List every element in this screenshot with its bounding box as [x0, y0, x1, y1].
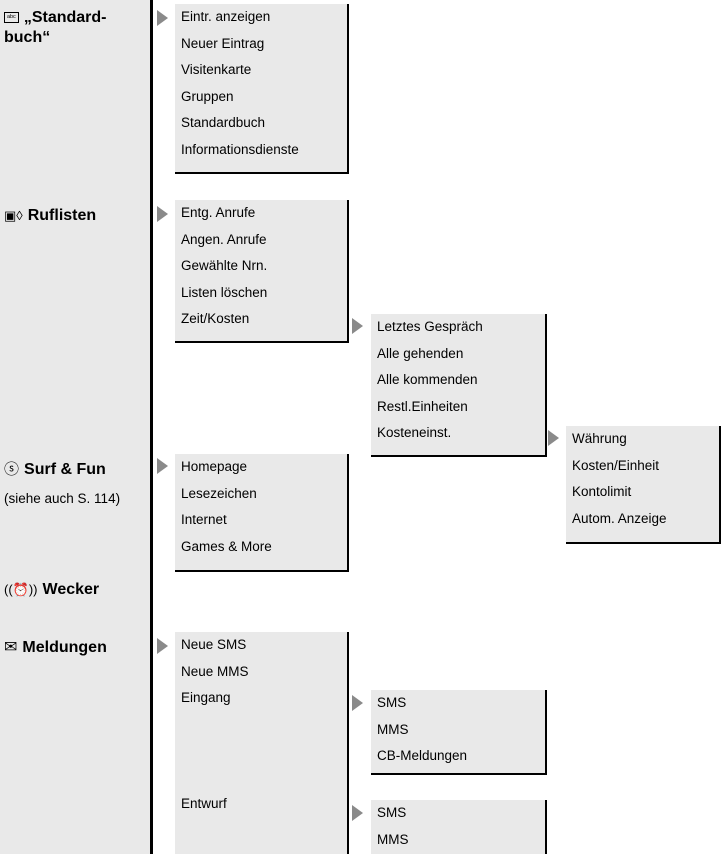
menu-item[interactable]: Kosteneinst. — [377, 425, 452, 440]
menu-item[interactable]: Eintr. anzeigen — [181, 9, 271, 24]
menu-item[interactable]: Entg. Anrufe — [181, 205, 256, 220]
menu-item[interactable]: Visitenkarte — [181, 62, 252, 77]
menu-wecker-label: Wecker — [42, 581, 100, 598]
submenu-kosteneinst: Währung Kosten/Einheit Kontolimit Autom.… — [566, 426, 721, 544]
menu-item[interactable]: Internet — [181, 512, 227, 527]
menu-item[interactable]: Alle kommenden — [377, 372, 478, 387]
menu-item[interactable]: Autom. Anzeige — [572, 510, 667, 526]
submenu-arrow — [157, 458, 168, 474]
submenu-arrow — [352, 805, 363, 821]
menu-item[interactable]: Neuer Eintrag — [181, 35, 265, 51]
menu-item[interactable]: Neue SMS — [181, 637, 247, 652]
menu-item[interactable]: Gewählte Nrn. — [181, 258, 268, 273]
submenu-zeit-kosten: Letztes Gespräch Alle gehenden Alle komm… — [371, 314, 547, 457]
submenu-arrow — [157, 206, 168, 222]
menu-meldungen[interactable]: ✉Meldungen — [4, 638, 107, 658]
submenu-entwurf: SMS MMS — [371, 800, 547, 854]
menu-item[interactable]: SMS — [377, 695, 407, 710]
menu-item[interactable]: Informationsdienste — [181, 141, 299, 157]
menu-item-spacer — [175, 765, 347, 792]
menu-item[interactable]: Lesezeichen — [181, 485, 257, 501]
submenu-arrow — [352, 318, 363, 334]
menu-item[interactable]: Listen löschen — [181, 284, 268, 300]
phonebook-icon: ᵃᵇᶜ — [4, 8, 19, 28]
menu-item[interactable]: Zeit/Kosten — [181, 311, 250, 326]
menu-item[interactable]: Alle gehenden — [377, 345, 464, 361]
menu-meldungen-label: Meldungen — [22, 639, 107, 656]
main-menu-column — [0, 0, 150, 854]
menu-item-spacer — [175, 712, 347, 739]
menu-item[interactable]: Währung — [572, 431, 627, 446]
menu-wecker[interactable]: ((⏰)) Wecker — [4, 580, 99, 600]
submenu-eingang: SMS MMS CB-Meldungen — [371, 690, 547, 775]
submenu-meldungen: Neue SMS Neue MMS Eingang Entwurf — [175, 632, 349, 854]
menu-item[interactable]: Letztes Gespräch — [377, 319, 483, 334]
menu-surf-fun-note: (siehe auch S. 114) — [4, 491, 121, 506]
submenu-arrow — [157, 10, 168, 26]
menu-item[interactable]: Eingang — [181, 690, 231, 705]
submenu-arrow — [352, 695, 363, 711]
alarm-clock-icon: ((⏰)) — [4, 582, 38, 597]
menu-item-spacer — [175, 738, 347, 765]
envelope-icon: ✉ — [4, 639, 18, 656]
menu-item[interactable]: Homepage — [181, 459, 248, 474]
submenu-surf-fun: Homepage Lesezeichen Internet Games & Mo… — [175, 454, 349, 572]
submenu-standardbuch: Eintr. anzeigen Neuer Eintrag Visitenkar… — [175, 4, 349, 174]
menu-item[interactable]: Games & More — [181, 538, 272, 554]
main-menu-divider — [150, 0, 153, 854]
menu-item[interactable]: Angen. Anrufe — [181, 231, 267, 247]
menu-item[interactable]: Entwurf — [181, 796, 227, 811]
menu-item[interactable]: Kontolimit — [572, 484, 632, 499]
menu-standardbuch-label: „Standard- buch“ — [4, 9, 107, 46]
menu-standardbuch[interactable]: ᵃᵇᶜ„Standard- buch“ — [4, 8, 107, 48]
menu-item[interactable]: CB-Meldungen — [377, 748, 468, 763]
menu-item[interactable]: MMS — [377, 721, 409, 737]
menu-item[interactable]: Restl.Einheiten — [377, 398, 468, 414]
globe-icon: ⓢ — [4, 461, 20, 478]
submenu-ruflisten: Entg. Anrufe Angen. Anrufe Gewählte Nrn.… — [175, 200, 349, 343]
menu-surf-fun-label: Surf & Fun — [24, 461, 106, 478]
menu-ruflisten[interactable]: ▣◊ Ruflisten — [4, 206, 96, 226]
menu-item[interactable]: Neue MMS — [181, 663, 249, 679]
menu-item[interactable]: Gruppen — [181, 88, 234, 104]
menu-ruflisten-label: Ruflisten — [27, 207, 97, 224]
submenu-arrow — [157, 638, 168, 654]
submenu-arrow — [548, 430, 559, 446]
call-lists-icon: ▣◊ — [4, 208, 23, 223]
menu-item[interactable]: Standardbuch — [181, 115, 266, 130]
menu-item[interactable]: Kosten/Einheit — [572, 457, 660, 473]
menu-item[interactable]: SMS — [377, 805, 407, 820]
menu-item[interactable]: MMS — [377, 831, 409, 847]
